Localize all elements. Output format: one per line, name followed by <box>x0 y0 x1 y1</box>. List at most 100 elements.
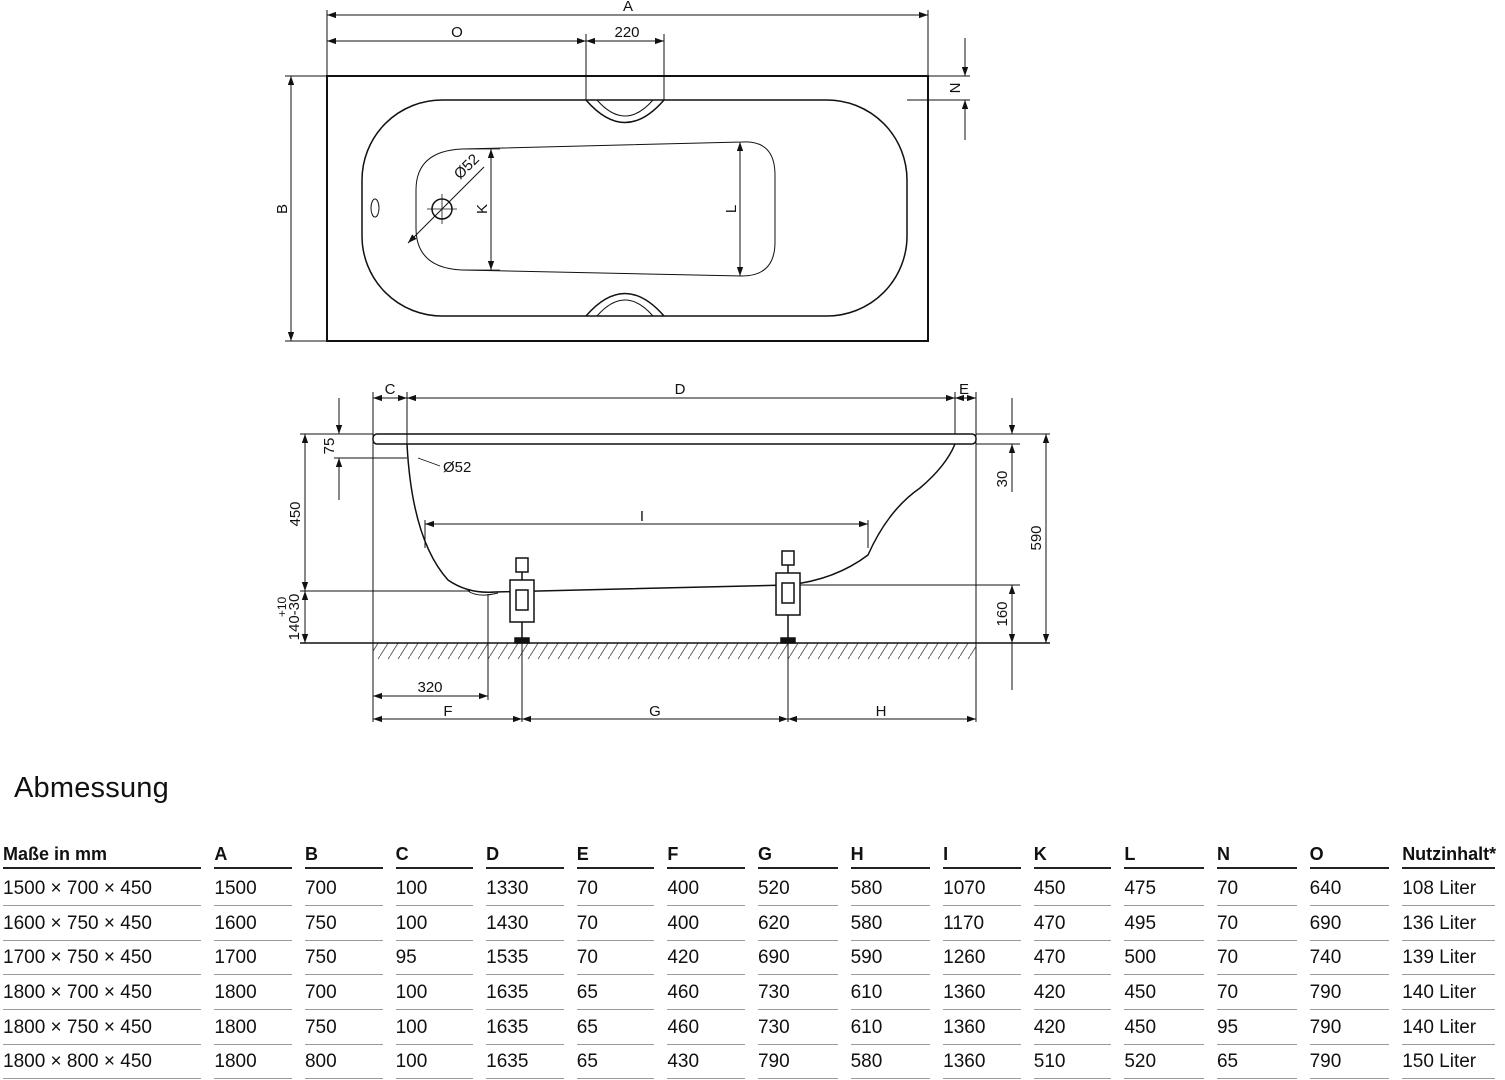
table-cell: 590 <box>848 941 941 976</box>
header-cell: Nutzinhalt* <box>1399 838 1505 872</box>
overflow-symbol <box>370 198 380 218</box>
table-cell: 400 <box>664 907 755 942</box>
label-F: F <box>443 703 452 720</box>
table-header-row: Maße in mm A B C D E F G H I K L N O Nut… <box>0 838 1505 872</box>
header-cell: N <box>1214 838 1307 872</box>
label-L: L <box>723 205 740 213</box>
table-cell: 70 <box>574 872 665 907</box>
table-cell: 1535 <box>483 941 574 976</box>
table-cell: 70 <box>574 941 665 976</box>
header-cell: E <box>574 838 665 872</box>
header-cell: F <box>664 838 755 872</box>
table-cell: 1500 <box>211 872 302 907</box>
table-cell: 470 <box>1031 941 1122 976</box>
header-cell: B <box>302 838 393 872</box>
table-cell: 790 <box>1307 976 1400 1011</box>
label-K: K <box>474 204 491 214</box>
table-cell: 100 <box>393 1010 484 1045</box>
table-cell: 740 <box>1307 941 1400 976</box>
table-cell: 580 <box>848 907 941 942</box>
table-cell: 450 <box>1121 976 1214 1011</box>
label-D: D <box>675 381 686 398</box>
table-cell: 1360 <box>940 976 1031 1011</box>
table-cell: 700 <box>302 872 393 907</box>
table-cell: 510 <box>1031 1045 1122 1080</box>
table-cell: 1260 <box>940 941 1031 976</box>
table-cell: 1360 <box>940 1010 1031 1045</box>
grip-top-inner <box>596 99 654 117</box>
table-cell: 65 <box>574 976 665 1011</box>
table-cell: 100 <box>393 1045 484 1080</box>
table-cell: 65 <box>574 1010 665 1045</box>
label-E: E <box>959 381 969 398</box>
table-cell-size: 1800 × 700 × 450 <box>0 976 211 1011</box>
label-590: 590 <box>1028 525 1045 550</box>
header-cell: D <box>483 838 574 872</box>
label-I: I <box>640 508 644 525</box>
table-cell: 520 <box>755 872 848 907</box>
table-cell: 620 <box>755 907 848 942</box>
table-cell: 500 <box>1121 941 1214 976</box>
table-cell: 690 <box>755 941 848 976</box>
table-cell: 140 Liter <box>1399 1010 1505 1045</box>
table-cell: 430 <box>664 1045 755 1080</box>
table-cell: 65 <box>1214 1045 1307 1080</box>
technical-drawing: A O 220 N B Ø52 K L <box>274 0 1050 723</box>
table-cell: 420 <box>664 941 755 976</box>
table-cell: 1330 <box>483 872 574 907</box>
side-view <box>300 392 1050 723</box>
table-cell: 450 <box>1031 872 1122 907</box>
table-cell: 400 <box>664 872 755 907</box>
grip-bottom <box>585 292 665 317</box>
table-cell: 70 <box>1214 872 1307 907</box>
label-30: 30 <box>994 471 1011 488</box>
header-cell: I <box>940 838 1031 872</box>
foot-right <box>775 550 801 644</box>
table-cell: 790 <box>1307 1010 1400 1045</box>
label-adjust-range: 140-30 <box>286 594 303 641</box>
table-cell: 108 Liter <box>1399 872 1505 907</box>
dimensions-table: Maße in mm A B C D E F G H I K L N O Nut… <box>0 838 1505 1080</box>
floor-hatch <box>373 643 976 659</box>
table-cell: 1800 <box>211 1010 302 1045</box>
table-cell: 520 <box>1121 1045 1214 1080</box>
table-cell: 580 <box>848 872 941 907</box>
label-H: H <box>876 703 887 720</box>
table-cell: 1170 <box>940 907 1031 942</box>
table-cell: 790 <box>755 1045 848 1080</box>
tub-rim <box>372 433 977 445</box>
tub-outline <box>326 75 929 342</box>
table-cell: 640 <box>1307 872 1400 907</box>
header-cell: K <box>1031 838 1122 872</box>
table-cell-size: 1600 × 750 × 450 <box>0 907 211 942</box>
label-drain-dia: Ø52 <box>451 151 483 183</box>
table-cell: 420 <box>1031 976 1122 1011</box>
label-160: 160 <box>994 601 1011 626</box>
table-cell: 150 Liter <box>1399 1045 1505 1080</box>
table-cell: 1635 <box>483 976 574 1011</box>
table-cell: 750 <box>302 907 393 942</box>
label-220: 220 <box>614 24 639 41</box>
grip-bottom-inner <box>596 299 654 317</box>
top-view <box>285 10 970 342</box>
table-cell: 1700 <box>211 941 302 976</box>
table-cell: 700 <box>302 976 393 1011</box>
table-cell: 100 <box>393 907 484 942</box>
table-cell: 790 <box>1307 1045 1400 1080</box>
section-title: Abmessung <box>14 772 169 804</box>
table-cell-size: 1500 × 700 × 450 <box>0 872 211 907</box>
table-cell: 690 <box>1307 907 1400 942</box>
header-cell: C <box>393 838 484 872</box>
table-cell: 1070 <box>940 872 1031 907</box>
label-B: B <box>274 204 291 214</box>
table-cell: 1600 <box>211 907 302 942</box>
table-cell: 750 <box>302 941 393 976</box>
table-cell: 730 <box>755 976 848 1011</box>
grip-top <box>585 99 665 124</box>
label-O: O <box>451 24 463 41</box>
tub-body <box>406 443 956 593</box>
table-cell: 1635 <box>483 1010 574 1045</box>
